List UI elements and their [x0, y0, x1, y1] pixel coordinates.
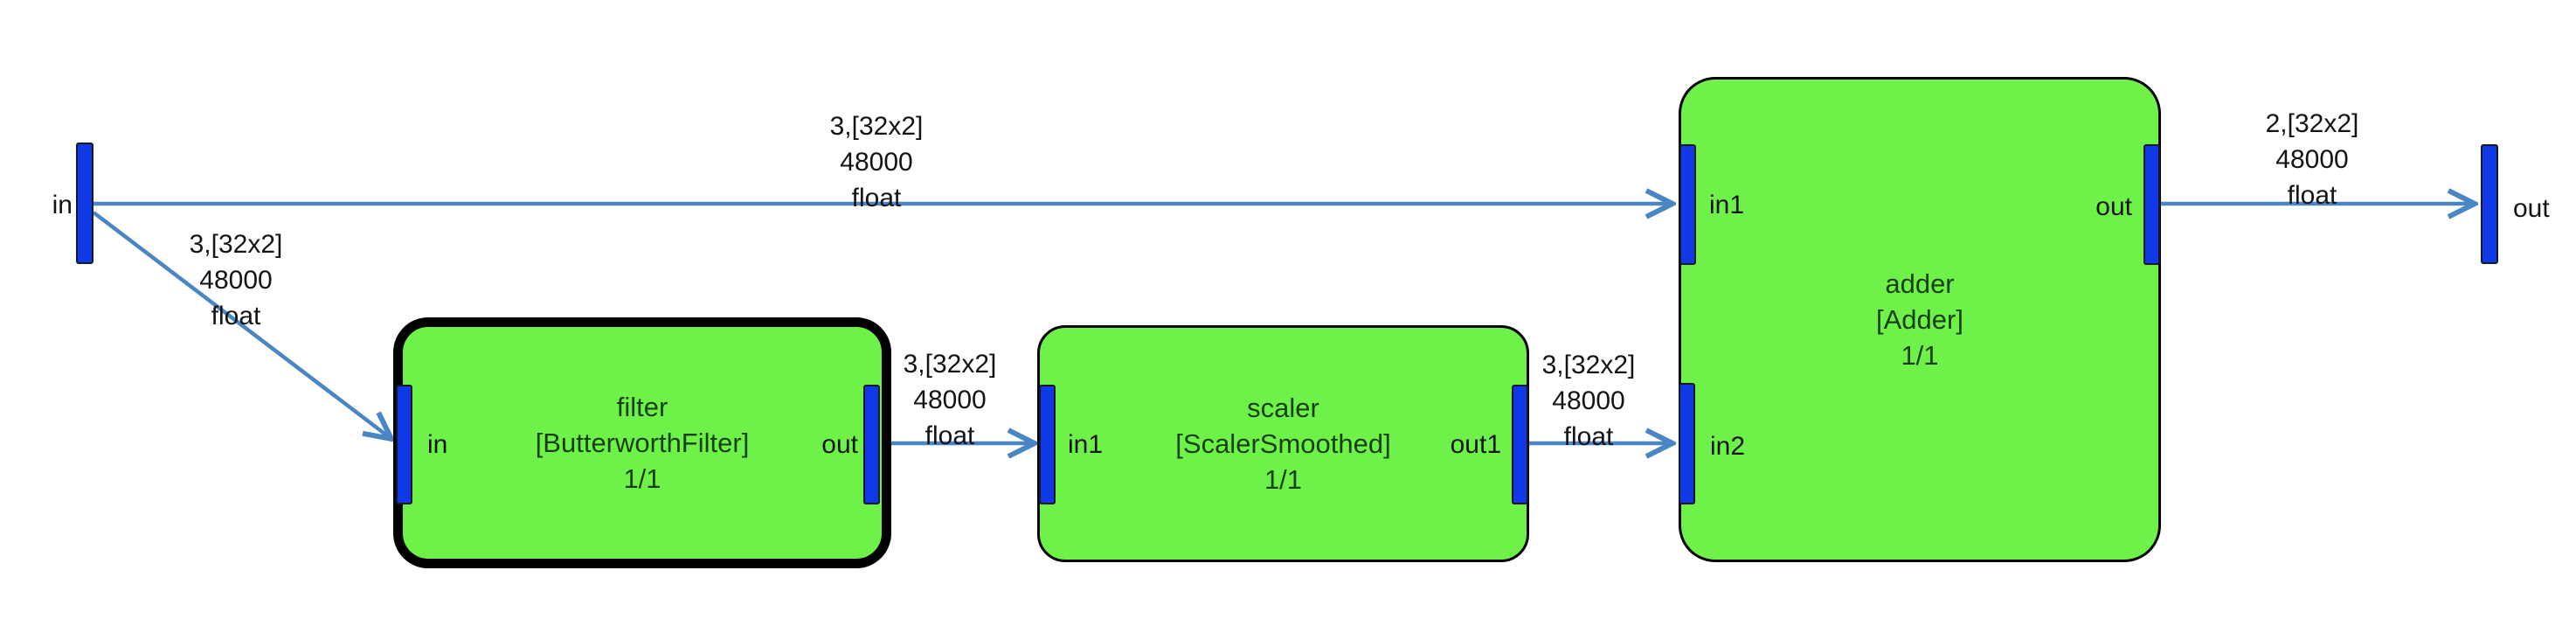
edge-label-in-to-adder-in1: 3,[32x2] 48000 float: [829, 112, 924, 212]
edge-label-adder-out-to-out: 2,[32x2] 48000 float: [2265, 109, 2359, 210]
edge-in-to-filter-in[interactable]: [92, 211, 391, 439]
graph-output-label: out: [2513, 194, 2550, 223]
port-adder-out[interactable]: [2143, 144, 2160, 265]
node-instances: 1/1: [623, 463, 661, 494]
edge-label-scaler-out1-to-adder-in2: 3,[32x2] 48000 float: [1541, 351, 1636, 451]
port-scaler-out1[interactable]: [1512, 385, 1528, 504]
graph-input-port[interactable]: [76, 143, 93, 264]
port-scaler-in1-label: in1: [1068, 430, 1104, 459]
node-instances: 1/1: [1264, 464, 1303, 495]
port-adder-in2[interactable]: [1679, 383, 1695, 504]
port-filter-out[interactable]: [863, 385, 880, 504]
port-scaler-out1-label: out1: [1450, 430, 1501, 459]
node-title: filter: [616, 392, 668, 422]
port-adder-out-label: out: [2095, 192, 2132, 221]
port-adder-in2-label: in2: [1710, 432, 1746, 461]
node-title: scaler: [1247, 393, 1319, 423]
edge-label-in-to-filter-in: 3,[32x2] 48000 float: [189, 230, 283, 330]
node-scaler[interactable]: scaler [ScalerSmoothed] 1/1: [1037, 325, 1529, 562]
graph-input-label: in: [52, 191, 73, 219]
node-class: [Adder]: [1876, 304, 1963, 335]
node-adder[interactable]: adder [Adder] 1/1: [1679, 77, 2161, 562]
port-filter-in[interactable]: [396, 385, 412, 504]
node-class: [ScalerSmoothed]: [1175, 428, 1391, 459]
edge-label-filter-out-to-scaler-in1: 3,[32x2] 48000 float: [903, 350, 997, 450]
port-scaler-in1[interactable]: [1039, 385, 1056, 504]
port-filter-in-label: in: [427, 430, 448, 459]
graph-output-port[interactable]: [2481, 144, 2498, 264]
port-adder-in1-label: in1: [1709, 191, 1745, 219]
port-adder-in1[interactable]: [1679, 144, 1696, 265]
node-title: adder: [1885, 268, 1955, 299]
node-filter[interactable]: filter [ButterworthFilter] 1/1: [393, 317, 891, 568]
port-filter-out-label: out: [821, 430, 858, 459]
node-class: [ButterworthFilter]: [535, 428, 750, 458]
node-instances: 1/1: [1901, 340, 1939, 371]
